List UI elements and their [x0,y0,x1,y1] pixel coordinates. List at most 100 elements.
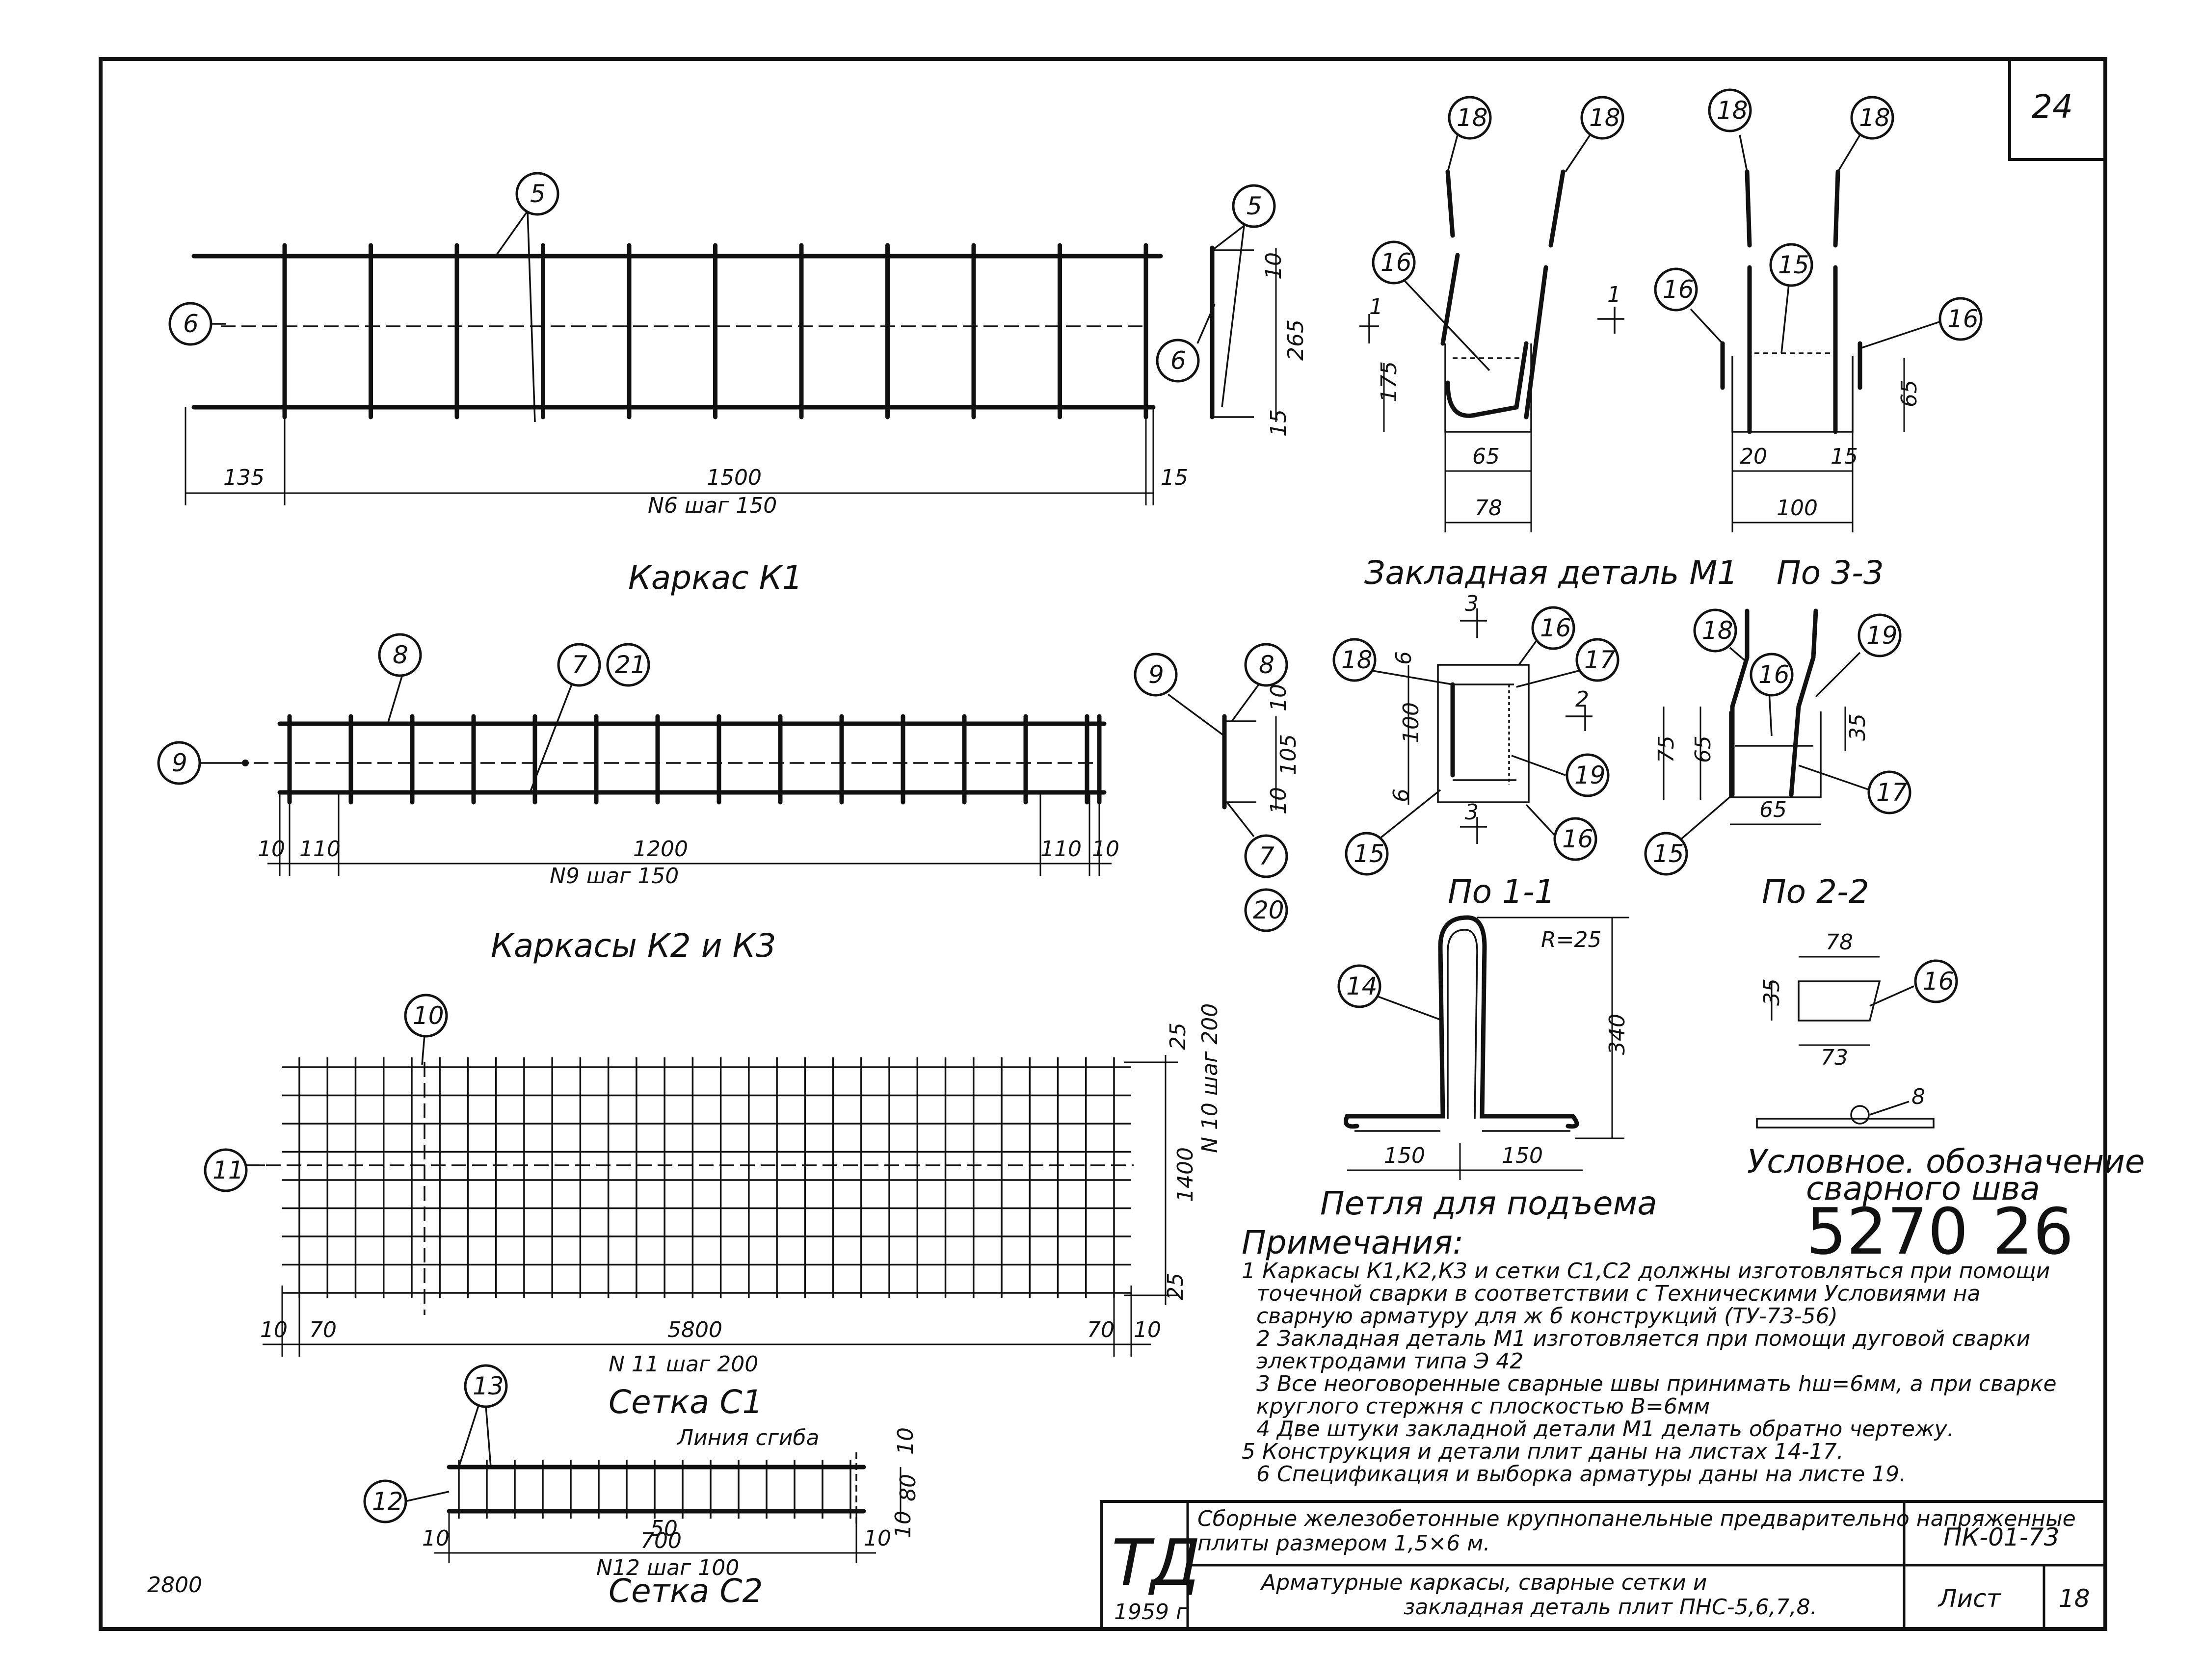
note-line: 1 Каркасы К1,К2,К3 и сетки С1,С2 должны … [1242,1259,2050,1284]
note-line: сварную арматуру для ж б конструкций (ТУ… [1256,1304,1838,1329]
tb-line4: закладная деталь плит ПНС-5,6,7,8. [1404,1595,1817,1620]
s11-dim-b: 6 [1389,788,1414,802]
k2-sec-mark-7: 7 [1259,842,1274,870]
k2-mark-9: 9 [172,749,187,777]
k2-sec-mark-9: 9 [1148,660,1164,689]
c1-dim-4: 10 [1134,1317,1161,1342]
s11-mark-17: 17 [1584,646,1616,674]
k1-mark-5: 5 [530,180,546,208]
s33-dim-r: 15 [1831,444,1858,469]
k1-section: 10 265 15 5 6 [1156,184,1308,437]
loop-dim-left: 150 [1384,1143,1425,1168]
s11-mark-16a: 16 [1540,614,1571,642]
note-line: 2 Закладная деталь М1 изготовляется при … [1256,1326,2030,1351]
k2-title: Каркасы К2 и К3 [491,927,776,965]
m1-title: Закладная деталь М1 [1364,554,1738,592]
s22-dim-h2: 65 [1691,735,1716,763]
s22-dim-h1: 75 [1654,735,1679,763]
note-line: 3 Все неоговоренные сварные швы принимат… [1256,1371,2057,1396]
note-line: 5 Конструкция и детали плит даны на лист… [1242,1439,1844,1464]
weld-title-1: Условное. обозначение [1747,1143,2145,1181]
s11-dim-t: 6 [1391,651,1416,665]
k1-dim-step: N6 шаг 150 [648,493,777,518]
c1-dim-top: 25 [1166,1023,1191,1050]
s33-mark-16b: 16 [1947,305,1979,333]
s33-mark-18b: 18 [1859,104,1890,132]
tb-line2: плиты размером 1,5×6 м. [1197,1531,1490,1556]
notes: Примечания: 1 Каркасы К1,К2,К3 и сетки С… [1242,1224,2057,1487]
c1-dim-bot: 25 [1163,1273,1188,1300]
c2-dim-h: 80 [896,1474,921,1501]
c1-dim-step: N 11 шаг 200 [609,1352,758,1377]
c1-dim-3: 70 [1087,1317,1115,1342]
k2-dim-2: 110 [299,837,341,862]
tb-sheet-no: 18 [2059,1584,2090,1613]
k1-sec-top: 10 [1261,252,1286,280]
m1-sec-mark-right: 1 [1607,282,1621,307]
k2-mark-7: 7 [572,651,587,679]
weld-title-2: сварного шва [1806,1170,2040,1208]
c1-dim-1: 10 [260,1317,288,1342]
k2-dim-1: 10 [258,837,285,862]
k2-sec-mid: 105 [1276,734,1301,775]
m1-mark-16: 16 [1380,248,1412,277]
tb-sheet-label: Лист [1938,1584,2002,1613]
section-3-3: 65 20 15 100 18 18 15 16 16 По 3-3 [1654,88,1983,592]
c2-dim-step2: 700 [640,1528,682,1553]
loop-title: Петля для подъема [1320,1184,1657,1222]
loop-radius: R=25 [1541,927,1601,952]
s11-mark-18: 18 [1341,646,1373,674]
loop-mark-14: 14 [1346,972,1378,1000]
k2-dim-4: 10 [1092,837,1119,862]
s33-dim-l: 20 [1740,444,1767,469]
k2-dim-mid: 1200 [633,837,688,862]
loop-dim-right: 150 [1502,1143,1543,1168]
k1-sec-mark-5: 5 [1247,192,1262,220]
c2-dim-left: 10 [422,1526,450,1551]
c1-mark-10: 10 [413,1001,444,1030]
s11-marker-2: 2 [1575,687,1589,712]
m1-mark-18a: 18 [1457,104,1488,132]
s11-mark-19: 19 [1574,761,1606,789]
page-number-box [2008,57,2107,161]
note-line: 6 Спецификация и выборка арматуры даны н… [1256,1462,1906,1487]
k1-sec-bot: 15 [1266,409,1291,437]
m1-dim-inner: 65 [1472,444,1500,469]
m1-sec-mark-left: 1 [1369,294,1383,319]
s22-dim-w: 65 [1759,797,1787,822]
s33-dim-h: 65 [1897,380,1922,407]
s22-mark-16: 16 [1758,660,1790,689]
s33-mark-15: 15 [1778,251,1809,279]
tb-line3: Арматурные каркасы, сварные сетки и [1260,1570,1707,1595]
k1-dim-left: 135 [223,465,265,490]
plate-dim-top: 78 [1826,930,1853,955]
k2-sec-mark-20: 20 [1253,896,1284,924]
c1-title: Сетка С1 [609,1383,763,1421]
note-line: электродами типа Э 42 [1256,1349,1523,1374]
c2-mark-13: 13 [473,1372,504,1400]
s22-mark-19: 19 [1866,621,1898,650]
c2-bend: Линия сгиба [676,1425,820,1450]
k2-sec-bot: 10 [1266,787,1291,814]
section-1-1: 6 100 6 3 3 2 18 16 17 19 15 16 По 1-1 [1332,591,1619,911]
c2-mark-12: 12 [372,1487,403,1516]
plate-dim-bot: 73 [1821,1045,1848,1070]
s11-title: По 1-1 [1448,873,1555,911]
plate-dim-h: 35 [1759,978,1784,1006]
s22-mark-17: 17 [1876,778,1908,807]
weld-symbol: 8 Условное. обозначение сварного шва [1747,1084,2145,1208]
tb-code: ПК-01-73 [1943,1523,2059,1551]
c1-dim-height: 1400 [1173,1147,1198,1202]
embed-m1: 175 65 78 1 1 18 18 16 Закладная деталь … [1359,96,1738,592]
tb-line1: Сборные железобетонные крупнопанельные п… [1197,1506,2076,1531]
frame-k2-k3: 10 110 1200 110 10 N9 шаг 150 8 7 21 9 К… [157,633,1119,965]
mesh-c1: 10 70 5800 70 10 N 11 шаг 200 25 1400 N … [204,994,1222,1421]
s11-dim-h: 100 [1399,702,1424,743]
s22-dim-h3: 35 [1845,713,1870,741]
c2-dim-top: 10 [893,1427,918,1455]
c1-dim-mid: 5800 [667,1317,722,1342]
s11-mark-16b: 16 [1562,825,1593,853]
frame-k1: 135 1500 15 N6 шаг 150 5 6 Каркас К1 [168,172,1188,597]
s22-mark-18: 18 [1702,616,1733,645]
